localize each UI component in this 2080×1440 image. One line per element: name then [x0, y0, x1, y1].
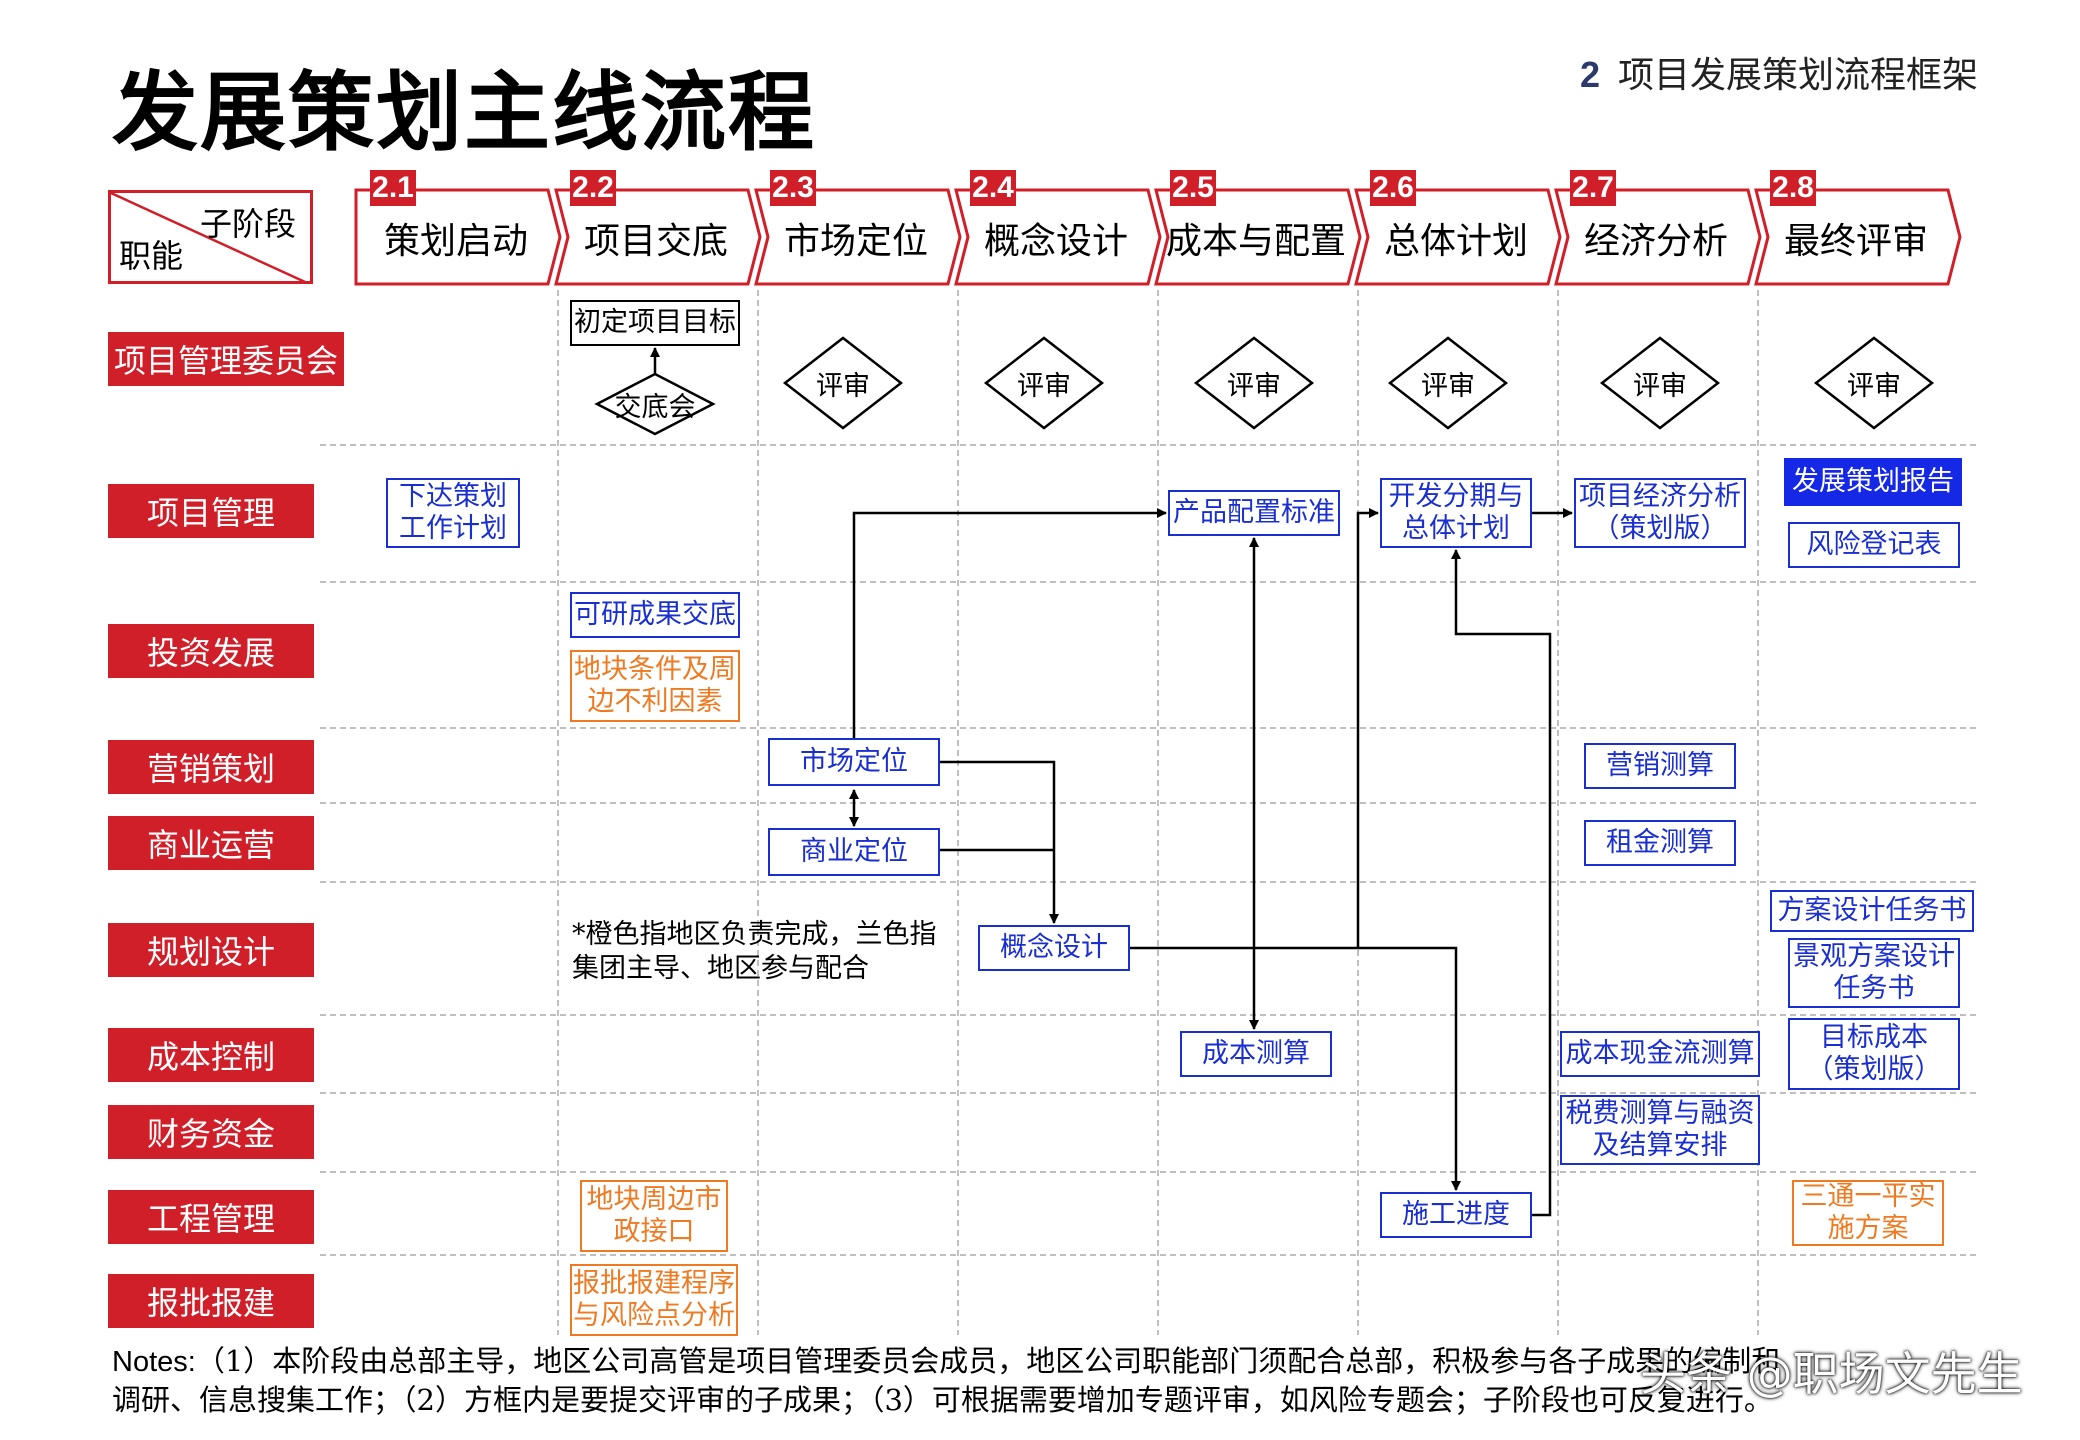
- stage-label: 经济分析: [1583, 221, 1728, 262]
- section-title: 2 项目发展策划流程框架: [1580, 46, 1978, 98]
- final-report-box: 发展策划报告: [1784, 458, 1962, 506]
- role-label: 财务资金: [108, 1105, 314, 1159]
- briefing-meeting-diamond: 交底会: [614, 391, 696, 423]
- feasibility-handover-box: 可研成果交底: [570, 592, 740, 638]
- review-diamond-shape: [1599, 336, 1721, 430]
- cost-estimate-box: 成本测算: [1180, 1031, 1332, 1077]
- stage-number: 2.4: [970, 170, 1016, 206]
- review-diamond: 评审: [816, 370, 870, 402]
- role-label: 规划设计: [108, 923, 314, 977]
- review-diamond: 评审: [1633, 370, 1687, 402]
- stage-number: 2.8: [1770, 170, 1816, 206]
- commercial-positioning-box: 商业定位: [768, 828, 940, 876]
- review-diamond-shape: [983, 336, 1105, 430]
- stage-number: 2.3: [770, 170, 816, 206]
- municipal-interface-box: 地块周边市 政接口: [580, 1180, 728, 1252]
- stage-chevron: [1754, 188, 1962, 286]
- issue-plan-box: 下达策划 工作计划: [386, 478, 520, 548]
- stage-chevron: [954, 188, 1162, 286]
- risk-register-box: 风险登记表: [1788, 522, 1960, 568]
- connector-concept-to-construction: [1358, 946, 1461, 1191]
- watermark: 头条 @职场文先生: [1640, 1347, 2023, 1401]
- review-diamond-shape: [782, 336, 904, 430]
- footer-notes: Notes:（1）本阶段由总部主导，地区公司高管是项目管理委员会成员，地区公司职…: [112, 1342, 1992, 1419]
- page-title: 发展策划主线流程: [112, 62, 816, 163]
- stage-chevron: [1354, 188, 1562, 286]
- role-label: 营销策划: [108, 740, 314, 794]
- connector-market-to-config: [852, 508, 1167, 738]
- role-label: 投资发展: [108, 624, 314, 678]
- stage-number: 2.6: [1370, 170, 1416, 206]
- role-label: 项目管理委员会: [108, 332, 344, 386]
- corner-function-label: 职能: [119, 237, 184, 275]
- landscape-brief-box: 景观方案设计 任务书: [1788, 938, 1960, 1008]
- construction-schedule-box: 施工进度: [1380, 1192, 1532, 1238]
- market-positioning-box: 市场定位: [768, 738, 940, 786]
- stage-chevrons: [354, 188, 1962, 286]
- section-title-text: 项目发展策划流程框架: [1618, 55, 1979, 96]
- role-label: 工程管理: [108, 1190, 314, 1244]
- product-config-box: 产品配置标准: [1168, 490, 1340, 536]
- review-diamond: 评审: [1017, 370, 1071, 402]
- review-diamond-shape: [1813, 336, 1935, 430]
- economic-analysis-box: 项目经济分析 （策划版）: [1574, 478, 1746, 548]
- stage-chevron: [754, 188, 962, 286]
- color-legend-note: *橙色指地区负责完成，兰色指集团主导、地区参与配合: [572, 919, 937, 984]
- stage-number: 2.7: [1570, 170, 1616, 206]
- role-label: 成本控制: [108, 1028, 314, 1082]
- cashflow-estimate-box: 成本现金流测算: [1560, 1031, 1760, 1077]
- concept-design-box: 概念设计: [978, 925, 1130, 971]
- header-corner-cell: 子阶段 职能: [108, 190, 313, 284]
- stage-chevron: [354, 188, 562, 286]
- role-label: 商业运营: [108, 816, 314, 870]
- role-label: 报批报建: [108, 1274, 314, 1328]
- initial-target-box: 初定项目目标: [570, 300, 740, 346]
- stage-label: 市场定位: [783, 221, 928, 262]
- rent-estimate-box: 租金测算: [1584, 820, 1736, 866]
- stage-label: 总体计划: [1383, 221, 1528, 262]
- scheme-brief-box: 方案设计任务书: [1770, 890, 1974, 932]
- section-number: 2: [1580, 54, 1601, 95]
- stage-chevron: [1554, 188, 1762, 286]
- approval-risk-box: 报批报建程序 与风险点分析: [570, 1264, 738, 1336]
- stage-number: 2.5: [1170, 170, 1216, 206]
- review-diamond: 评审: [1421, 370, 1475, 402]
- stage-chevron: [1154, 188, 1362, 286]
- flow-connectors: [650, 347, 1573, 1217]
- land-conditions-box: 地块条件及周 边不利因素: [570, 650, 740, 722]
- phasing-plan-box: 开发分期与 总体计划: [1380, 478, 1532, 548]
- tax-financing-box: 税费测算与融资 及结算安排: [1560, 1095, 1760, 1165]
- notes-label: Notes:: [112, 1346, 196, 1378]
- stage-label: 最终评审: [1783, 221, 1928, 262]
- stage-chevron: [554, 188, 762, 286]
- review-diamond: 评审: [1847, 370, 1901, 402]
- review-diamond-shape: [1193, 336, 1315, 430]
- stage-label: 策划启动: [383, 221, 528, 262]
- review-diamond: 评审: [1227, 370, 1281, 402]
- marketing-estimate-box: 营销测算: [1584, 743, 1736, 789]
- connector-construction-to-phasing: [1451, 549, 1552, 1217]
- grid-lines: [320, 290, 1980, 1335]
- stage-label: 成本与配置: [1165, 221, 1346, 262]
- briefing-meeting-diamond-shape: [594, 372, 716, 436]
- stage-label: 项目交底: [583, 221, 728, 262]
- review-diamond-shape: [1387, 336, 1509, 430]
- stage-label: 概念设计: [983, 221, 1128, 262]
- notes-text: （1）本阶段由总部主导，地区公司高管是项目管理委员会成员，地区公司职能部门须配合…: [112, 1344, 1781, 1417]
- connector-market-to-concept: [940, 760, 1059, 924]
- stage-number: 2.2: [570, 170, 616, 206]
- corner-diagonal: [111, 193, 306, 281]
- role-label: 项目管理: [108, 484, 314, 538]
- review-diamonds: [594, 336, 1935, 436]
- stage-number: 2.1: [370, 170, 416, 206]
- target-cost-box: 目标成本 （策划版）: [1788, 1018, 1960, 1090]
- connector-concept-to-phasing: [1130, 508, 1379, 950]
- corner-stage-label: 子阶段: [199, 205, 296, 243]
- site-prep-plan-box: 三通一平实 施方案: [1792, 1180, 1944, 1246]
